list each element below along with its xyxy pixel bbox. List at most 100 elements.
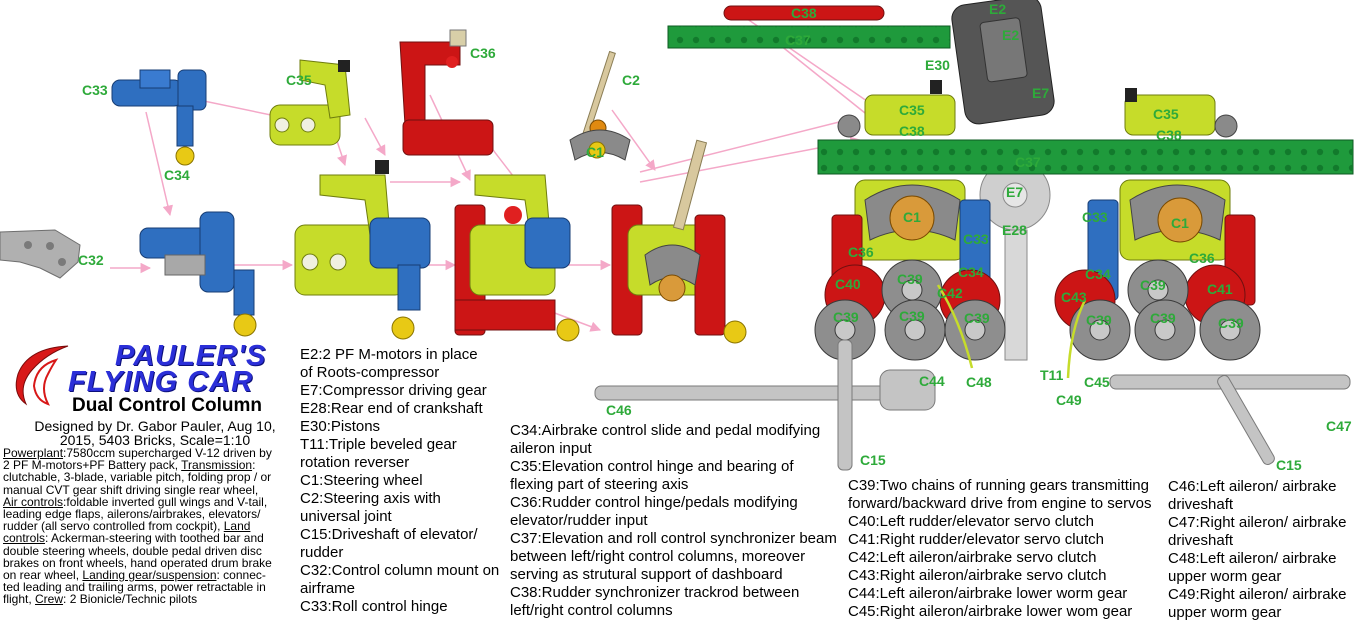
- callout-c39e: C39: [964, 310, 990, 326]
- legend-entry: C33:Roll control hinge: [300, 598, 448, 615]
- callout-c1c: C1: [1171, 215, 1189, 231]
- column-assembly-stage-2: [454, 174, 580, 342]
- spec-heading-transmission: Transmission: [181, 458, 253, 473]
- legend-entry: E7:Compressor driving gear: [300, 382, 487, 399]
- callout-c33c: C33: [963, 231, 989, 247]
- legend-entry: C40:Left rudder/elevator servo clutch: [848, 513, 1094, 530]
- legend-entry: C42:Left aileron/airbrake servo clutch: [848, 549, 1097, 566]
- callout-c2: C2: [622, 72, 640, 88]
- spec-text: leading edge flaps, ailerons/airbrakes, …: [3, 507, 261, 522]
- airbrake-control-part: [139, 211, 257, 337]
- credits: Designed by Dr. Gabor Pauler, Aug 10, 20…: [6, 419, 304, 447]
- callout-c39h: C39: [1218, 315, 1244, 331]
- callout-c35c: C35: [1153, 106, 1179, 122]
- legend-entry: C39:Two chains of running gears transmit…: [848, 477, 1149, 494]
- legend-entry: C15:Driveshaft of elevator/: [300, 526, 478, 543]
- spec-text: ted leading and trailing arms, power ret…: [3, 580, 266, 595]
- legend-entry: E2:2 PF M-motors in place: [300, 346, 478, 363]
- legend-entry: E28:Rear end of crankshaft: [300, 400, 483, 417]
- spec-heading-air-controls: Air controls: [3, 494, 64, 509]
- driveshafts: [594, 339, 1351, 471]
- legend-entry: airframe: [300, 580, 356, 597]
- callout-e2a: E2: [989, 1, 1007, 17]
- callout-c39b: C39: [1140, 277, 1166, 293]
- specifications: Powerplant:7580ccm supercharged V-12 dri…: [3, 447, 305, 606]
- legend-entry: flexing part of steering axis: [510, 476, 689, 493]
- legend-entry: C2:Steering axis with: [300, 490, 441, 507]
- spec-heading-powerplant: Powerplant: [3, 446, 64, 460]
- spec-text: :: [252, 458, 256, 473]
- callout-c49: C49: [1056, 392, 1082, 408]
- control-column-mount-part: [0, 229, 81, 279]
- legend-entry: C48:Left aileron/ airbrake: [1168, 550, 1337, 567]
- rudder-hinge-part: [399, 29, 494, 156]
- callout-c37a: C37: [785, 32, 811, 48]
- spec-text: :foldable inverted gull wings and V-tail…: [63, 494, 268, 509]
- callout-c36b: C36: [848, 244, 874, 260]
- callout-c33b: C33: [1082, 209, 1108, 225]
- logo-subtitle: Dual Control Column: [72, 395, 262, 416]
- spec-text: brakes on front wheels, hand operated dr…: [3, 555, 272, 570]
- callout-c38b: C38: [899, 123, 925, 139]
- legend-entry: aileron input: [510, 440, 592, 457]
- callout-c36c: C36: [1189, 250, 1215, 266]
- legend-entry: between left/right control columns, more…: [510, 548, 806, 565]
- callout-c38a: C38: [791, 5, 817, 21]
- legend-entry: rotation reverser: [300, 454, 410, 471]
- legend-entry: universal joint: [300, 508, 392, 525]
- credits-line-1: Designed by Dr. Gabor Pauler, Aug 10,: [34, 418, 276, 434]
- legend-entry: C38:Rudder synchronizer trackrod between: [510, 584, 800, 601]
- spec-heading-land-controls-2: controls: [3, 531, 46, 546]
- legend-entry: C41:Right rudder/elevator servo clutch: [848, 531, 1104, 548]
- legend-entry: C44:Left aileron/airbrake lower worm gea…: [848, 585, 1128, 602]
- legend-entry: serving as strutural support of dashboar…: [510, 566, 783, 583]
- callout-c34a: C34: [164, 167, 190, 183]
- legend-entry: C1:Steering wheel: [300, 472, 423, 489]
- spec-text: clutchable, 3-blade, variable pitch, fol…: [3, 470, 272, 485]
- legend-entry: C49:Right aileron/ airbrake: [1168, 586, 1347, 603]
- callout-c39a: C39: [897, 271, 923, 287]
- legend-entry: C45:Right aileron/airbrake lower wom gea…: [848, 603, 1133, 620]
- column-assembly-stage-1: [294, 160, 431, 340]
- legend-column-4: C46:Left aileron/ airbrake driveshaft C4…: [1168, 478, 1356, 622]
- callout-c39f: C39: [1086, 312, 1112, 328]
- spec-heading-landing-gear: Landing gear/suspension: [82, 568, 217, 583]
- legend-entry: C43:Right aileron/airbrake servo clutch: [848, 567, 1107, 584]
- legend-entry: C37:Elevation and roll control synchroni…: [510, 530, 837, 547]
- callout-c32: C32: [78, 252, 104, 268]
- engine-gears: [979, 159, 1051, 361]
- callout-c36a: C36: [470, 45, 496, 61]
- legend-column-2: C34:Airbrake control slide and pedal mod…: [510, 422, 845, 620]
- spec-text: : Ackerman-steering with toothed bar and: [45, 531, 264, 546]
- callout-c38c: C38: [1156, 127, 1182, 143]
- callout-c37b: C37: [1015, 154, 1041, 170]
- callout-c48: C48: [966, 374, 992, 390]
- spec-text: manual CVT gear shift driving single rea…: [3, 482, 259, 497]
- pf-motors-part: [951, 0, 1055, 125]
- callout-c39c: C39: [833, 309, 859, 325]
- callout-c45: C45: [1084, 374, 1110, 390]
- callout-c43: C43: [1061, 289, 1087, 305]
- callout-c1a: C1: [586, 144, 604, 160]
- credits-line-2: 2015, 5403 Bricks, Scale=1:10: [59, 432, 251, 448]
- callout-c35b: C35: [899, 102, 925, 118]
- callout-c42: C42: [937, 285, 963, 301]
- spec-heading-land-controls: Land: [223, 519, 251, 534]
- synchronizer-beam-part: [667, 25, 951, 49]
- logo-title-line2: FLYING CAR: [68, 366, 254, 398]
- roll-control-hinge-part: [111, 69, 207, 166]
- legend-entry: elevator/rudder input: [510, 512, 648, 529]
- callout-c44: C44: [919, 373, 945, 389]
- running-gears: [814, 259, 1261, 361]
- legend-column-1: E2:2 PF M-motors in place of Roots-compr…: [300, 346, 510, 616]
- legend-entry: C47:Right aileron/ airbrake: [1168, 514, 1347, 531]
- callout-c15a: C15: [860, 452, 886, 468]
- synchronizer-beam-main: [817, 139, 1354, 175]
- callout-c39d: C39: [899, 308, 925, 324]
- callout-c39g: C39: [1150, 310, 1176, 326]
- callout-c41: C41: [1207, 281, 1233, 297]
- rudder-trackrod-part: [723, 5, 885, 21]
- elevation-hinge-part: [269, 59, 351, 146]
- legend-entry: E30:Pistons: [300, 418, 381, 435]
